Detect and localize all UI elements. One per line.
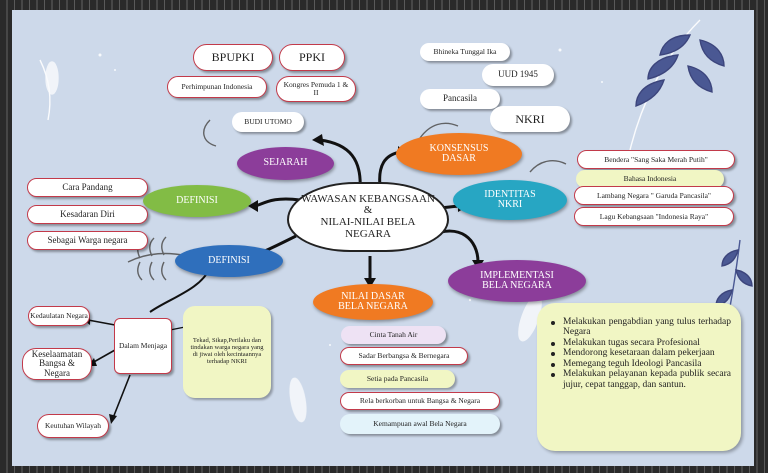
nilai-title: NILAI DASAR BELA NEGARA [338,290,408,312]
implementasi-node: IMPLEMENTASI BELA NEGARA [448,260,586,302]
implementasi-item: Melakukan pelayanan kepada publik secara… [545,369,731,390]
definisi1-item-warga-label: Sebagai Warga negara [47,234,128,245]
implementasi-list: Melakukan pengabdian yang tulus terhadap… [537,303,741,451]
definisi2-note-text: Tekad, Sikap,Perilaku dan tindakan warga… [190,337,264,365]
identitas-item-bendera: Bendera "Sang Saka Merah Putih" [577,150,735,169]
identitas-title: IDENTITAS NKRI [484,188,536,210]
identitas-item-bendera-label: Bendera "Sang Saka Merah Putih" [604,154,708,164]
identitas-item-lagu: Lagu Kebangsaan "Indonesia Raya" [574,207,734,226]
identitas-item-bahasa: Bahasa Indonesia [576,170,724,188]
sejarah-item-ppki-label: PPKI [298,50,325,65]
nilai-item-kemampuan: Kemampuan awal Bela Negara [340,414,500,434]
definisi1-node: DEFINISI [143,185,251,217]
nilai-node: NILAI DASAR BELA NEGARA [313,284,433,320]
konsensus-title: KONSENSUS DASAR [429,142,489,164]
definisi2-note: Tekad, Sikap,Perilaku dan tindakan warga… [183,306,271,398]
definisi2-hub: Dalam Menjaga [114,318,172,374]
nilai-item-sadar-label: Sadar Berbangsa & Bernegara [358,351,450,361]
definisi2-item-keselamatan-label: Keselaamatan Bangsa & Negara [31,348,83,378]
sejarah-item-perhimpunan: Perhimpunan Indonesia [167,76,267,98]
implementasi-item: Mendorong kesetaraan dalam pekerjaan [545,348,731,358]
nilai-item-rela-label: Rela berkorban untuk Bangsa & Negara [359,396,481,406]
identitas-node: IDENTITAS NKRI [453,180,567,220]
center-node: WAWASAN KEBANGSAAN & NILAI-NILAI BELA NE… [292,187,444,247]
definisi2-item-keselamatan: Keselaamatan Bangsa & Negara [22,348,92,380]
konsensus-item-uud: UUD 1945 [482,64,554,86]
konsensus-node: KONSENSUS DASAR [396,133,522,175]
center-text: WAWASAN KEBANGSAAN & NILAI-NILAI BELA NE… [298,192,438,240]
implementasi-items: Melakukan pengabdian yang tulus terhadap… [545,317,731,390]
definisi1-title: DEFINISI [176,194,218,206]
konsensus-item-uud-label: UUD 1945 [498,69,538,80]
identitas-item-lambang: Lambang Negara " Garuda Pancasila" [574,186,734,205]
sejarah-item-ppki: PPKI [279,44,345,71]
konsensus-item-pancasila-label: Pancasila [443,93,477,104]
definisi1-item-warga: Sebagai Warga negara [27,231,148,250]
nilai-item-setia: Setia pada Pancasila [340,370,455,388]
nilai-item-cinta: Cinta Tanah Air [341,326,446,344]
implementasi-item: Memegang teguh Ideologi Pancasila [545,359,731,369]
center-line-3: NILAI-NILAI BELA NEGARA [320,216,416,240]
definisi1-item-kesadaran-label: Kesadaran Diri [60,208,115,219]
definisi2-item-kedaulatan: Kedaulatan Negara [28,306,90,326]
sejarah-item-perhimpunan-label: Perhimpunan Indonesia [181,82,253,92]
sejarah-item-bpupki-label: BPUPKI [211,50,255,65]
definisi2-title: DEFINISI [208,254,250,266]
definisi1-item-cara-pandang-label: Cara Pandang [62,181,113,192]
identitas-item-lagu-label: Lagu Kebangsaan "Indonesia Raya" [599,211,709,221]
implementasi-title: IMPLEMENTASI BELA NEGARA [480,269,554,291]
definisi2-hub-label: Dalam Menjaga [118,341,168,351]
definisi2-item-keutuhan: Keutuhan Wilayah [37,414,109,438]
sejarah-item-budi-utomo-label: BUDI UTOMO [244,117,292,127]
center-line-1: WAWASAN KEBANGSAAN [301,192,435,205]
sejarah-title: SEJARAH [263,157,308,169]
sejarah-item-kongres-label: Kongres Pemuda 1 & II [283,80,349,97]
sejarah-item-kongres: Kongres Pemuda 1 & II [276,76,356,102]
implementasi-item: Melakukan tugas secara Profesional [545,338,731,348]
sejarah-item-bpupki: BPUPKI [193,44,273,71]
identitas-item-bahasa-label: Bahasa Indonesia [623,174,677,184]
konsensus-item-pancasila: Pancasila [420,89,500,109]
nilai-item-rela: Rela berkorban untuk Bangsa & Negara [340,392,500,410]
definisi1-item-kesadaran: Kesadaran Diri [27,205,148,224]
konsensus-item-nkri: NKRI [490,106,570,132]
definisi2-node: DEFINISI [175,245,283,277]
nilai-item-setia-label: Setia pada Pancasila [366,374,429,384]
nilai-item-sadar: Sadar Berbangsa & Bernegara [340,347,468,365]
nilai-item-cinta-label: Cinta Tanah Air [369,330,418,340]
konsensus-item-bhineka: Bhineka Tunggal Ika [420,43,510,61]
konsensus-item-nkri-label: NKRI [515,111,545,126]
sejarah-node: SEJARAH [237,147,334,180]
identitas-item-lambang-label: Lambang Negara " Garuda Pancasila" [597,190,711,200]
sejarah-item-budi-utomo: BUDI UTOMO [232,112,304,132]
definisi2-item-keutuhan-label: Keutuhan Wilayah [44,421,101,431]
implementasi-item: Melakukan pengabdian yang tulus terhadap… [545,317,731,338]
konsensus-item-bhineka-label: Bhineka Tunggal Ika [433,47,497,57]
definisi1-item-cara-pandang: Cara Pandang [27,178,148,197]
center-line-2: & [363,204,373,217]
nilai-item-kemampuan-label: Kemampuan awal Bela Negara [373,419,467,429]
definisi2-item-kedaulatan-label: Kedaulatan Negara [30,311,88,321]
